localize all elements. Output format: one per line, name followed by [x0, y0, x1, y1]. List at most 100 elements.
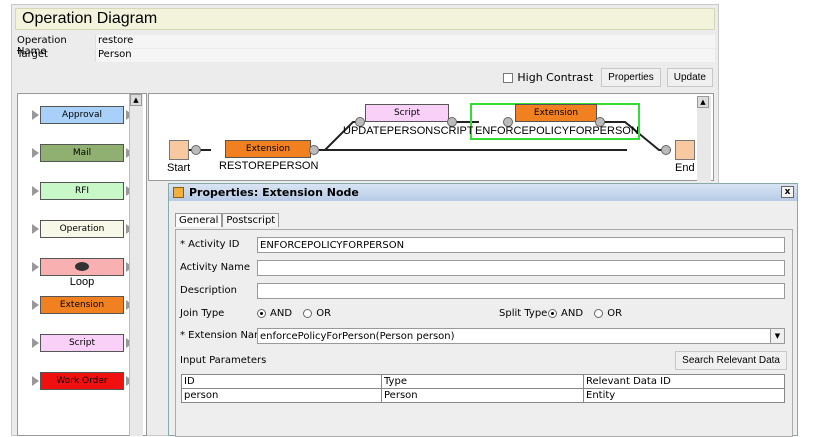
node-palette: Approval Mail RFI Operation Loop Extensi… — [17, 93, 147, 436]
search-relevant-data-button[interactable]: Search Relevant Data — [675, 351, 787, 370]
page-title: Operation Diagram — [15, 8, 715, 30]
table-row[interactable]: person Person Entity — [181, 388, 785, 403]
palette-item-script[interactable]: Script — [32, 334, 133, 352]
palette-item-rfi[interactable]: RFI — [32, 182, 133, 200]
palette-scrollbar[interactable]: ▲ — [129, 94, 143, 436]
extension-name-value: enforcePolicyForPerson(Person person) — [260, 331, 455, 342]
connector-port-icon[interactable] — [661, 145, 671, 155]
connector-port-icon[interactable] — [191, 145, 201, 155]
palette-box-label: Work Order — [40, 372, 124, 390]
split-type-label: Split Type — [499, 308, 548, 319]
start-label: Start — [167, 162, 191, 174]
node-caption: RESTOREPERSON — [219, 160, 319, 172]
join-or-label: OR — [316, 308, 332, 319]
palette-box-label: Approval — [40, 106, 124, 124]
start-node[interactable] — [169, 140, 189, 160]
high-contrast-toggle[interactable]: High Contrast — [503, 71, 593, 84]
join-and-label: AND — [270, 308, 293, 319]
cell-relevant-data-id[interactable]: Entity — [583, 388, 785, 403]
loop-box — [40, 258, 124, 276]
activity-id-label: * Activity ID — [180, 239, 240, 250]
activity-id-input[interactable]: ENFORCEPOLICYFORPERSON — [257, 237, 785, 253]
description-label: Description — [180, 285, 237, 296]
join-type-options: AND OR — [257, 308, 331, 319]
operation-name-value: restore — [95, 35, 715, 48]
split-and-label: AND — [561, 308, 584, 319]
dialog-tabs: General Postscript — [175, 213, 280, 227]
split-type-options: AND OR — [548, 308, 622, 319]
scroll-up-icon[interactable]: ▲ — [697, 96, 709, 108]
scroll-up-icon[interactable]: ▲ — [130, 94, 142, 106]
palette-box-label: RFI — [40, 182, 124, 200]
high-contrast-label: High Contrast — [517, 71, 594, 84]
node-caption: UPDATEPERSONSCRIPT — [343, 125, 474, 137]
connector-port-icon[interactable] — [447, 117, 457, 127]
join-type-label: Join Type — [180, 308, 225, 319]
join-and-radio[interactable] — [257, 308, 266, 318]
connector-port-icon[interactable] — [309, 145, 319, 155]
input-arrow-icon — [32, 338, 39, 348]
properties-button[interactable]: Properties — [601, 68, 661, 87]
description-input[interactable] — [257, 283, 785, 299]
operation-name-row: Operation Name restore — [15, 35, 715, 57]
end-label: End — [675, 162, 695, 174]
extension-name-select[interactable]: enforcePolicyForPerson(Person person) ▼ — [257, 328, 785, 344]
input-parameters-table: ID Type Relevant Data ID person Person E… — [181, 374, 785, 403]
input-arrow-icon — [32, 148, 39, 158]
join-or-radio[interactable] — [303, 308, 313, 318]
diagram-canvas[interactable]: Start Extension RESTOREPERSON Script UPD… — [148, 93, 714, 181]
input-arrow-icon — [32, 376, 39, 386]
extension-name-label: * Extension Name — [180, 330, 270, 341]
general-tab-panel: * Activity ID ENFORCEPOLICYFORPERSON Act… — [175, 229, 793, 437]
toolbar: High Contrast Properties Update — [503, 68, 713, 87]
palette-box-label: Operation — [40, 220, 124, 238]
input-arrow-icon — [32, 110, 39, 120]
palette-item-operation[interactable]: Operation — [32, 220, 133, 238]
dialog-title: Properties: Extension Node — [189, 186, 359, 199]
palette-item-extension[interactable]: Extension — [32, 296, 133, 314]
palette-item-approval[interactable]: Approval — [32, 106, 133, 124]
canvas-scrollbar[interactable]: ▲ — [697, 96, 711, 181]
cell-id[interactable]: person — [181, 388, 382, 403]
connector-port-icon[interactable] — [355, 117, 365, 127]
target-label: Target — [17, 49, 48, 60]
properties-dialog: Properties: Extension Node x General Pos… — [168, 183, 798, 437]
chevron-down-icon[interactable]: ▼ — [770, 329, 784, 343]
activity-name-label: Activity Name — [180, 262, 251, 273]
target-row: Target Person — [15, 49, 715, 62]
tab-general[interactable]: General — [175, 213, 223, 227]
tab-postscript[interactable]: Postscript — [222, 213, 280, 227]
split-or-radio[interactable] — [594, 308, 604, 318]
dialog-titlebar[interactable]: Properties: Extension Node x — [169, 184, 797, 201]
palette-box-label: Mail — [40, 144, 124, 162]
palette-item-work-order[interactable]: Work Order — [32, 372, 133, 390]
split-and-radio[interactable] — [548, 308, 557, 318]
connector-port-icon[interactable] — [595, 117, 605, 127]
node-enforce-policy[interactable]: Extension — [515, 104, 597, 122]
input-parameters-label: Input Parameters — [180, 355, 267, 366]
palette-item-mail[interactable]: Mail — [32, 144, 133, 162]
end-node[interactable] — [675, 140, 695, 160]
loop-icon — [75, 262, 89, 271]
operation-name-label: Operation Name — [17, 35, 67, 57]
node-update-person-script[interactable]: Script — [365, 104, 449, 122]
node-caption: ENFORCEPOLICYFORPERSON — [475, 125, 639, 137]
column-header-relevant-data-id[interactable]: Relevant Data ID — [583, 374, 785, 389]
high-contrast-checkbox[interactable] — [503, 72, 514, 83]
column-header-id[interactable]: ID — [181, 374, 382, 389]
palette-box-label: Script — [40, 334, 124, 352]
activity-name-input[interactable] — [257, 260, 785, 276]
split-or-label: OR — [607, 308, 623, 319]
input-arrow-icon — [32, 186, 39, 196]
close-icon[interactable]: x — [781, 186, 794, 198]
input-arrow-icon — [32, 224, 39, 234]
node-restore-person[interactable]: Extension — [225, 140, 311, 158]
column-header-type[interactable]: Type — [381, 374, 584, 389]
target-value: Person — [95, 49, 715, 62]
table-header-row: ID Type Relevant Data ID — [181, 374, 785, 389]
connector-port-icon[interactable] — [503, 117, 513, 127]
update-button[interactable]: Update — [666, 68, 713, 87]
input-arrow-icon — [32, 300, 39, 310]
palette-item-loop[interactable]: Loop — [32, 258, 133, 288]
cell-type[interactable]: Person — [381, 388, 584, 403]
